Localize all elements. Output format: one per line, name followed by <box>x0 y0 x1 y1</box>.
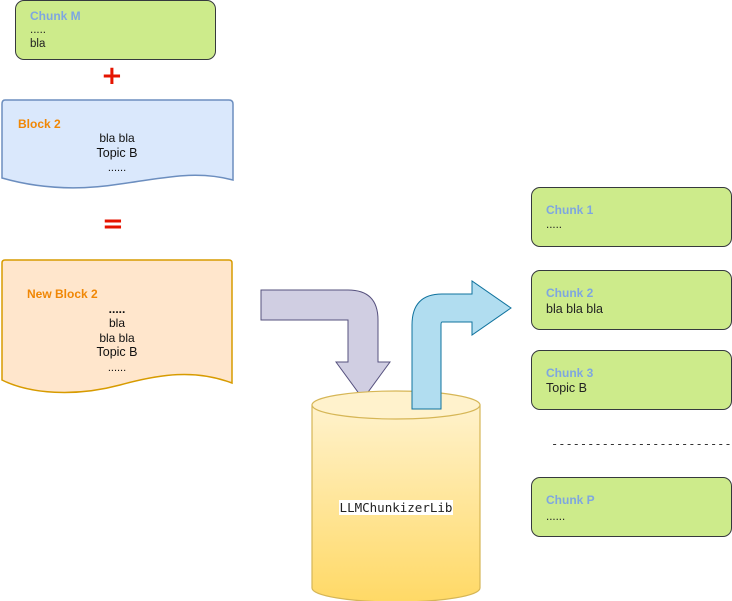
chunk-3-body: Topic B <box>546 381 587 395</box>
chunk-m-title: Chunk M <box>30 9 81 23</box>
plus-operator: + <box>101 61 123 91</box>
block-2-document <box>1 99 234 189</box>
chunk-separator: ---------------------------- <box>551 437 732 451</box>
cylinder-label: LLMChunkizerLib <box>312 500 480 515</box>
new-block-2-line2: bla <box>108 316 125 330</box>
chunk-m-line1: ..... <box>30 24 46 36</box>
block-2-line1: bla bla <box>99 131 135 145</box>
chunk-2-box: Chunk 2 bla bla bla <box>531 270 732 330</box>
new-block-2-line4: Topic B <box>96 345 138 359</box>
chunk-m-line2: bla <box>30 38 46 50</box>
chunk-p-title: Chunk P <box>546 493 595 507</box>
new-block-2-line3: bla bla <box>99 331 135 345</box>
new-block-2-title: New Block 2 <box>27 287 98 301</box>
chunk-3-box: Chunk 3 Topic B <box>531 350 732 410</box>
cylinder-top <box>311 390 481 420</box>
chunk-1-box: Chunk 1 ..... <box>531 187 732 247</box>
chunk-1-body: ..... <box>546 219 562 231</box>
new-block-2-document <box>1 259 233 394</box>
output-arrow <box>411 280 512 410</box>
block-2-title: Block 2 <box>18 117 61 131</box>
new-block-2-line5: ...... <box>107 362 127 374</box>
chunk-p-body: ...... <box>546 511 566 523</box>
chunk-2-title: Chunk 2 <box>546 286 594 300</box>
chunk-p-box: Chunk P ...... <box>531 477 732 537</box>
cylinder-label-text: LLMChunkizerLib <box>338 500 454 515</box>
new-block-2-line1: ..... <box>108 302 126 316</box>
block-2-line3: ...... <box>107 162 127 174</box>
chunk-1-title: Chunk 1 <box>546 203 594 217</box>
block-2-line2: Topic B <box>96 146 138 160</box>
equals-operator: = <box>102 209 124 239</box>
chunk-2-body: bla bla bla <box>546 302 603 316</box>
chunk-m-box: Chunk M ..... bla <box>15 0 216 60</box>
chunk-3-title: Chunk 3 <box>546 366 594 380</box>
input-arrow <box>260 289 391 400</box>
